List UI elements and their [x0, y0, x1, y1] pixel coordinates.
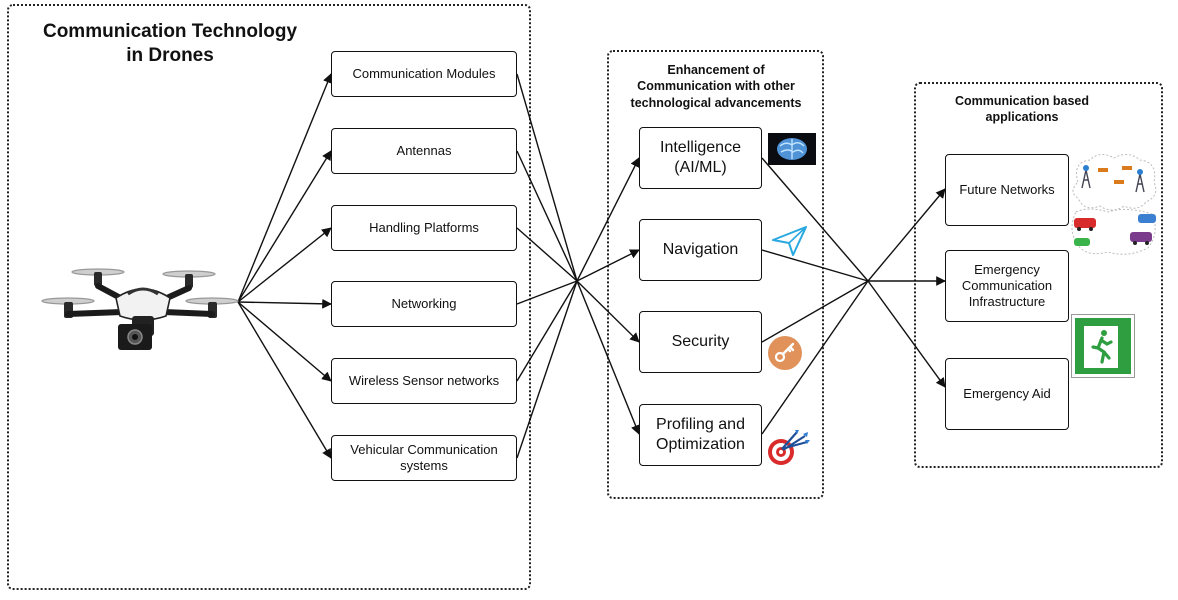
- wireless-sensor-networks-box: Wireless Sensor networks: [331, 358, 517, 404]
- key-icon: [768, 336, 802, 370]
- right-panel-title: Communication based applications: [954, 94, 1090, 125]
- emergency-exit-icon: [1071, 314, 1135, 378]
- target-darts-icon: [768, 430, 810, 465]
- right-panel: [914, 82, 1163, 468]
- emergency-communication-box: Emergency Communication Infrastructure: [945, 250, 1069, 322]
- security-box: Security: [639, 311, 762, 373]
- middle-panel: [607, 50, 824, 499]
- network-cloud-icon: [1071, 154, 1157, 255]
- networking-box: Networking: [331, 281, 517, 327]
- middle-panel-title: Enhancement of Communication with other …: [630, 63, 802, 110]
- communication-modules-box: Communication Modules: [331, 51, 517, 97]
- handling-platforms-box: Handling Platforms: [331, 205, 517, 251]
- paper-plane-icon: [772, 226, 807, 256]
- navigation-box: Navigation: [639, 219, 762, 281]
- antennas-box: Antennas: [331, 128, 517, 174]
- emergency-aid-box: Emergency Aid: [945, 358, 1069, 430]
- left-panel-title: Communication Technology in Drones: [42, 21, 298, 66]
- intelligence-box: Intelligence (AI/ML): [639, 127, 762, 189]
- brain-icon: [768, 133, 816, 165]
- future-networks-box: Future Networks: [945, 154, 1069, 226]
- drone-icon: [41, 268, 239, 350]
- profiling-optimization-box: Profiling and Optimization: [639, 404, 762, 466]
- vehicular-communication-box: Vehicular Communication systems: [331, 435, 517, 481]
- left-panel: [7, 4, 531, 590]
